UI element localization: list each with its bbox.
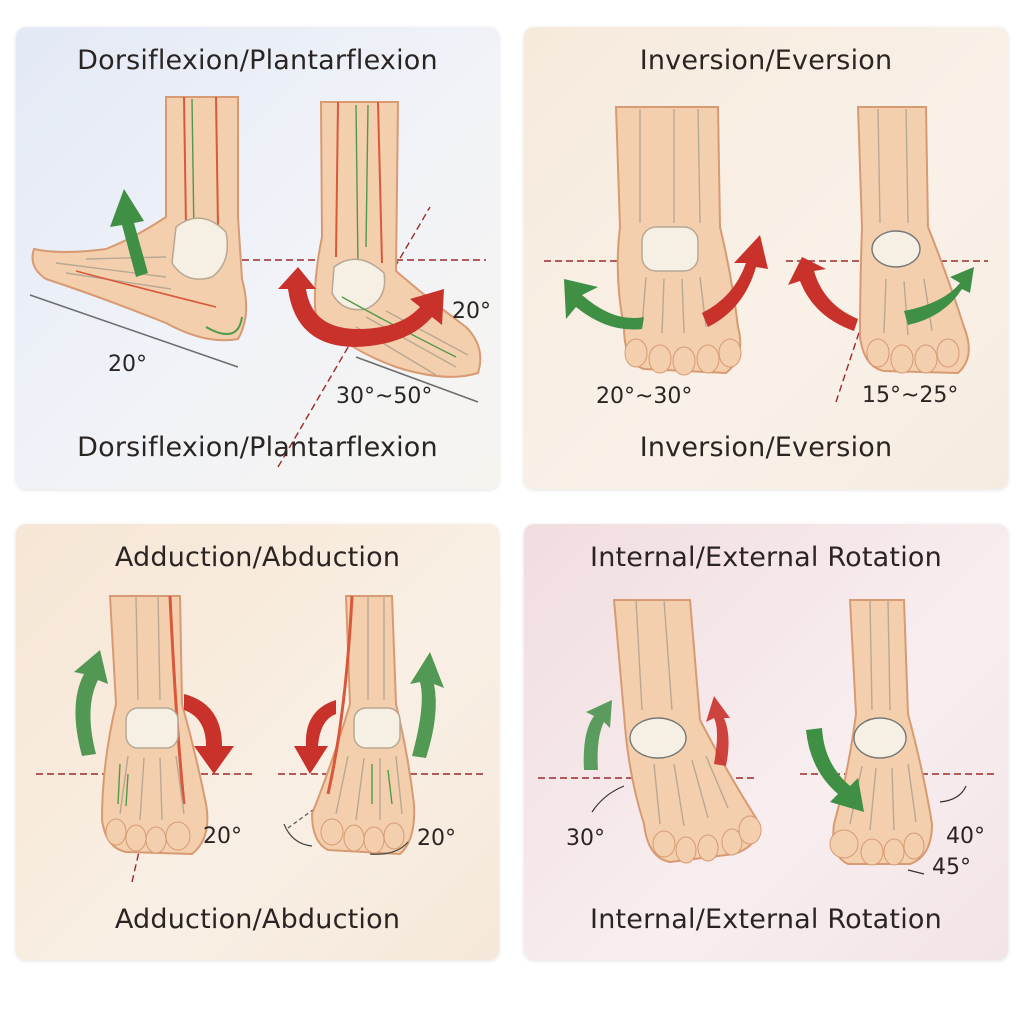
panel-title: Dorsiflexion/Plantarflexion — [77, 45, 438, 76]
plantarflexion-range-label: 30°~50° — [336, 384, 433, 409]
angle-arc — [591, 785, 625, 813]
internal-rotation-arrow — [583, 700, 612, 770]
panel-caption: Dorsiflexion/Plantarflexion — [77, 432, 438, 463]
abduction-arrow — [410, 652, 444, 758]
external-rotation-angle-label: 40° — [946, 824, 985, 849]
inversion-angle-label: 20°~30° — [596, 384, 693, 409]
inversion-illustration — [544, 106, 988, 403]
eversion-angle-label: 15°~25° — [862, 383, 959, 408]
foot-inversion-view — [614, 106, 742, 376]
dorsiflexion-arrow — [110, 189, 148, 277]
angle-arc — [939, 785, 967, 803]
foot-adduction-view — [100, 595, 209, 856]
foot-internal-rotation-view — [612, 599, 762, 864]
inversion-arrow — [564, 279, 644, 330]
panel-caption: Adduction/Abduction — [114, 904, 401, 935]
adduction-arrow — [184, 694, 234, 774]
dorsiflexion-plantarflexion-panel: Dorsiflexion/Plantarflexion 20° 20° 30°~… — [16, 27, 499, 489]
panel-title: Internal/External Rotation — [590, 542, 942, 573]
panel-title: Adduction/Abduction — [114, 542, 401, 573]
eversion-arrow — [904, 267, 974, 325]
foot-external-rotation-view — [829, 599, 934, 866]
adduction-arrow — [294, 700, 336, 774]
adduction-angle-label: 20° — [203, 824, 242, 849]
plantarflexion-arrow — [278, 267, 444, 347]
rotation-indicator — [283, 823, 313, 847]
adduction-illustration — [36, 595, 486, 883]
panel-caption: Inversion/Eversion — [639, 432, 893, 463]
external-rotation-arrow — [706, 696, 730, 766]
foot-abduction-view — [310, 595, 416, 856]
internal-rotation-angle-label: 30° — [566, 826, 605, 851]
reference-line — [277, 206, 431, 468]
abduction-arrow — [74, 650, 108, 756]
rotation-indicator — [369, 841, 409, 855]
foot-lateral-view — [31, 96, 248, 342]
rotation-panel: Internal/External Rotation 30° 40° 45° I… — [524, 524, 1008, 960]
external-rotation-range-label: 45° — [932, 855, 971, 880]
dorsiflexion-illustration — [29, 96, 486, 468]
external-rotation-arrow — [806, 728, 864, 812]
rotation-illustration — [538, 599, 994, 875]
inversion-eversion-panel: Inversion/Eversion 20°~30° 15°~25° Inver… — [524, 27, 1008, 489]
dorsiflexion-angle-label: 20° — [108, 352, 147, 377]
panel-caption: Internal/External Rotation — [590, 904, 942, 935]
foot-eversion-view — [856, 106, 970, 375]
eversion-arrow — [702, 235, 768, 327]
panel-title: Inversion/Eversion — [639, 45, 893, 76]
adduction-abduction-panel: Adduction/Abduction 20° 20° Adduction/Ab… — [16, 524, 499, 960]
angle-arc — [907, 869, 925, 875]
abduction-angle-label: 20° — [417, 826, 456, 851]
ground-line — [29, 294, 239, 368]
inversion-arrow — [788, 257, 858, 331]
plantarflexion-angle-label: 20° — [452, 299, 491, 324]
ground-line — [355, 356, 479, 403]
